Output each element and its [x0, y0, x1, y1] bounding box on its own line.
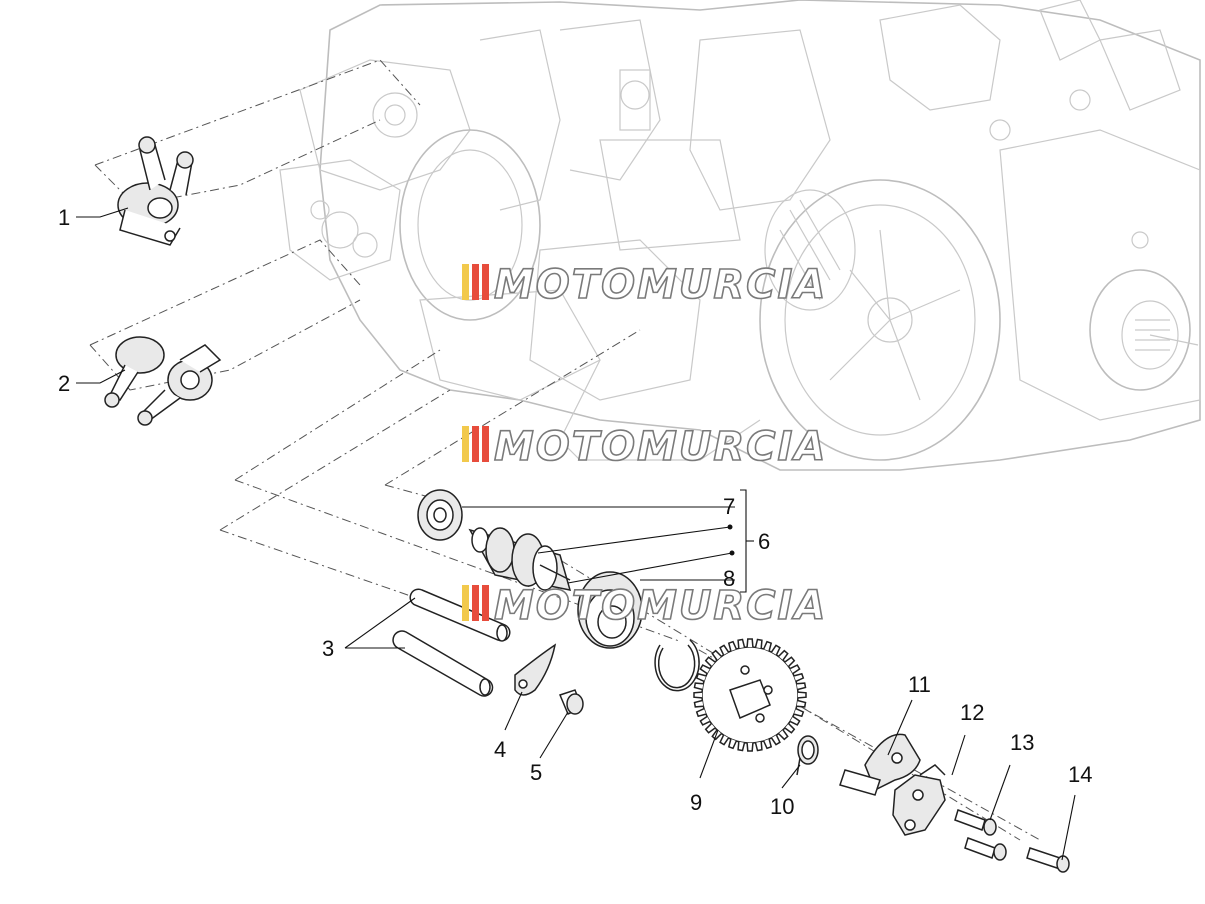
sprocket-tooth [796, 699, 807, 708]
rocker-arm-1 [117, 136, 194, 246]
sprocket-tooth [746, 638, 754, 648]
counterweight [892, 764, 946, 836]
screw [558, 689, 584, 715]
sprocket-tooth [763, 738, 773, 750]
watermark-stripe [462, 585, 469, 621]
sprocket-tooth [737, 741, 746, 752]
sprocket-tooth [754, 741, 763, 752]
sprocket-tooth [693, 691, 703, 699]
callout-10: 10 [770, 794, 794, 819]
watermark-stripe [472, 426, 479, 462]
sprocket-tooth [770, 734, 781, 746]
callout-8: 8 [723, 566, 735, 591]
sprocket-tooth [778, 649, 789, 661]
callout-6: 6 [758, 529, 770, 554]
sprocket-tooth [746, 742, 754, 752]
callout-1: 1 [58, 205, 70, 230]
callout-5: 5 [530, 760, 542, 785]
watermark-stripe [482, 585, 489, 621]
lock-plate [514, 643, 557, 696]
sprocket-tooth [699, 715, 711, 726]
rocker-shafts [392, 588, 511, 697]
callout-14: 14 [1068, 762, 1092, 787]
bearing-large [577, 571, 643, 649]
sprocket-tooth [693, 682, 704, 691]
sprocket-tooth [727, 738, 737, 750]
callout-2: 2 [58, 371, 70, 396]
sprocket-tooth [763, 640, 773, 652]
sprocket-tooth [737, 638, 746, 649]
sprocket-tooth [727, 640, 737, 652]
watermark-stripe [482, 426, 489, 462]
watermark-stripe [472, 264, 479, 300]
sprocket-tooth [793, 672, 805, 682]
sprocket-tooth [778, 729, 789, 741]
callout-7: 7 [723, 494, 735, 519]
sprocket-tooth [719, 644, 730, 656]
watermark-text: MOTOMURCIA [494, 424, 827, 470]
watermark-stripe [462, 264, 469, 300]
sprocket-tooth [770, 644, 781, 656]
bearing-small [417, 489, 463, 541]
watermark-text: MOTOMURCIA [494, 262, 827, 308]
sprocket-tooth [711, 649, 722, 661]
callouts: 1 2 3 4 5 6 7 8 9 10 11 12 13 14 [58, 205, 1092, 819]
watermark-bottom: MOTOMURCIA [462, 582, 827, 630]
watermark-stripe [472, 585, 479, 621]
rocker-arm-2 [104, 336, 222, 426]
watermark-top: MOTOMURCIA [462, 261, 827, 309]
callout-13: 13 [1010, 730, 1034, 755]
leader-lines [76, 207, 1076, 861]
sprocket-tooth [796, 682, 807, 691]
watermark-stripe [482, 264, 489, 300]
decompressor [839, 733, 921, 796]
sprocket-tooth [793, 708, 805, 718]
camshaft [468, 527, 572, 591]
sprocket-tooth [784, 723, 796, 734]
sprocket-tooth [695, 708, 707, 718]
cam-sprocket [693, 638, 807, 752]
sprocket-tooth [699, 664, 711, 675]
circlip [654, 639, 700, 692]
sprocket-tooth [693, 699, 704, 708]
callout-4: 4 [494, 737, 506, 762]
sprocket-tooth [754, 638, 763, 649]
callout-12: 12 [960, 700, 984, 725]
bolts-pair [954, 809, 1007, 861]
spring [796, 735, 819, 776]
watermark-text: MOTOMURCIA [494, 583, 827, 629]
callout-3: 3 [322, 636, 334, 661]
sprocket-tooth [719, 734, 730, 746]
callout-11: 11 [908, 672, 931, 697]
sprocket-tooth [789, 664, 801, 675]
engine-background [279, 0, 1201, 471]
sprocket-tooth [695, 672, 707, 682]
sprocket-tooth [704, 656, 716, 667]
sprocket-tooth [789, 715, 801, 726]
watermark-middle: MOTOMURCIA [462, 423, 827, 471]
bolt-single [1026, 847, 1070, 873]
callout-9: 9 [690, 790, 702, 815]
sprocket-tooth [704, 723, 716, 734]
sprocket-tooth [797, 691, 807, 699]
sprocket-tooth [784, 656, 796, 667]
watermark-stripe [462, 426, 469, 462]
